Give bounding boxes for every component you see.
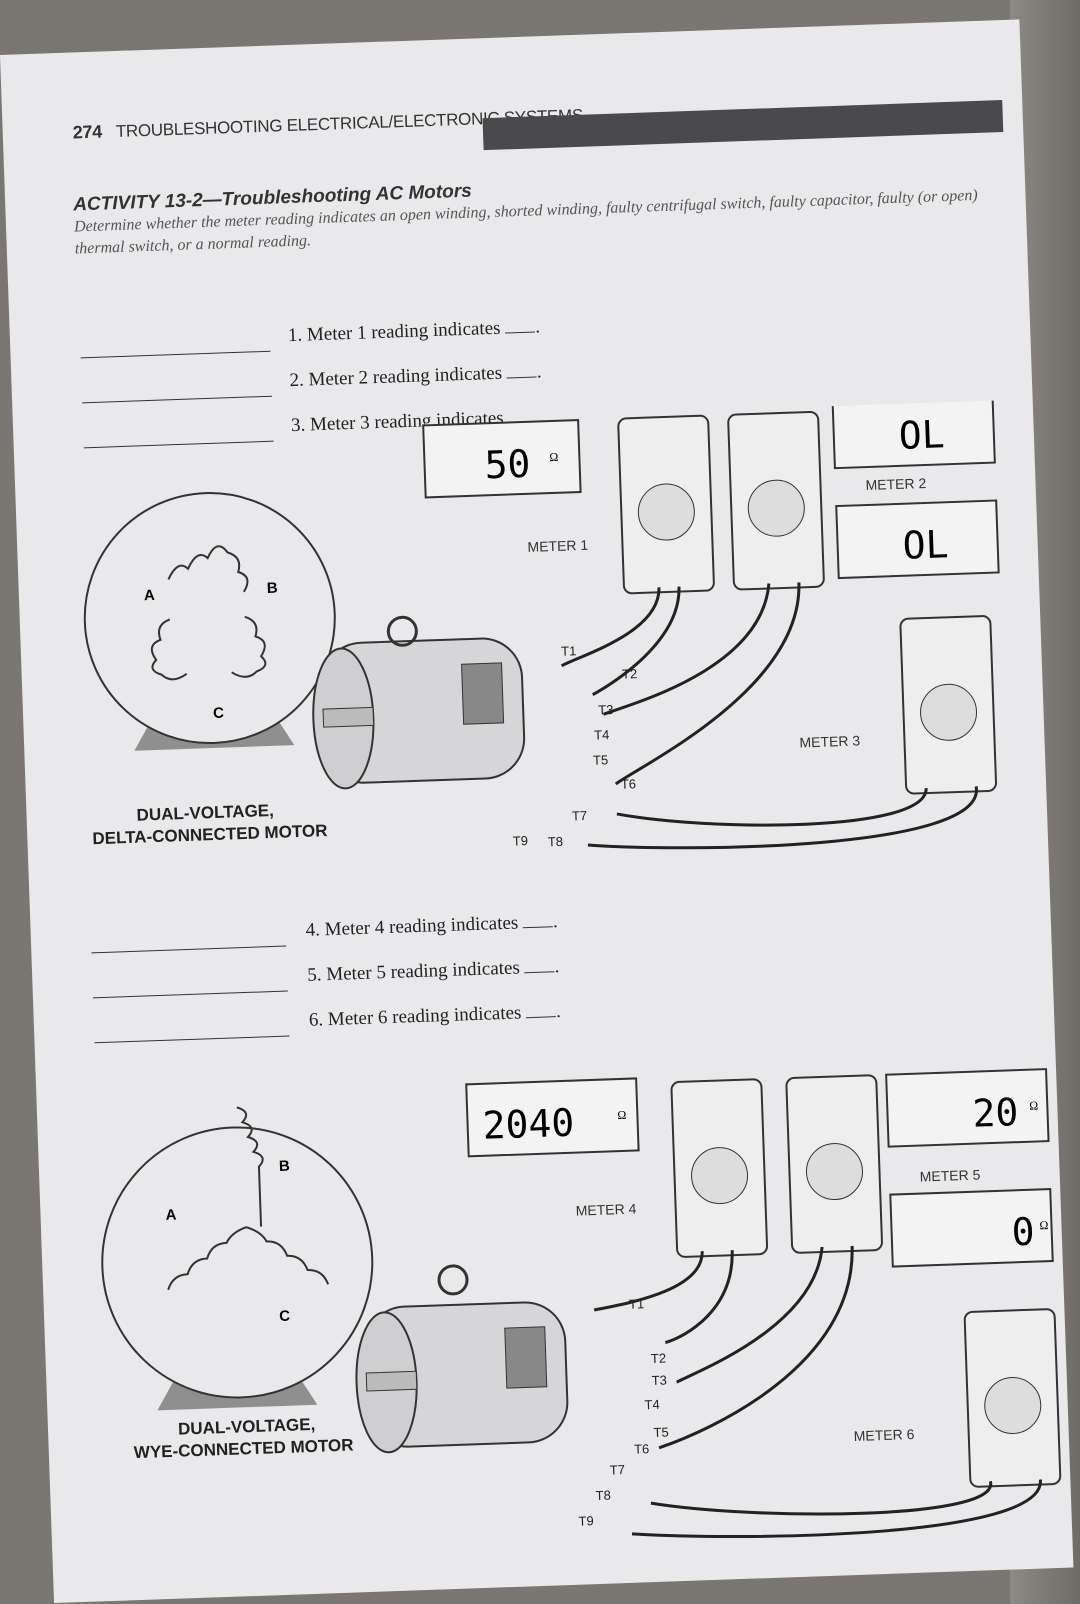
delta-motor-diagram: A B C 50 Ω OL OL bbox=[83, 399, 1000, 850]
coil-a-icon bbox=[150, 618, 188, 681]
terminal-t3: T3 bbox=[651, 1373, 667, 1389]
meter-1-reading: 50 bbox=[484, 442, 531, 488]
answer-line-2[interactable] bbox=[82, 395, 273, 404]
question-5: 5. Meter 5 reading indicates . bbox=[306, 956, 560, 986]
meter-1-label: METER 1 bbox=[527, 537, 588, 555]
meter-2-label: METER 2 bbox=[865, 475, 926, 493]
phase-c-label: C bbox=[213, 705, 225, 722]
answer-line-6[interactable] bbox=[94, 1035, 290, 1044]
meter-4-label: METER 4 bbox=[575, 1200, 636, 1218]
coil-a-icon bbox=[167, 1226, 247, 1291]
coil-b-icon bbox=[236, 1106, 264, 1227]
terminal-t4: T4 bbox=[594, 727, 610, 743]
question-6-text: Meter 6 reading indicates bbox=[327, 1002, 522, 1031]
svg-text:Ω: Ω bbox=[1039, 1218, 1048, 1232]
meter-4-reading: 2040 bbox=[482, 1101, 575, 1148]
multimeters bbox=[617, 410, 998, 795]
question-1: 1. Meter 1 reading indicates . bbox=[287, 316, 541, 347]
phase-b-label: B bbox=[279, 1158, 291, 1175]
delta-caption-line2: DELTA-CONNECTED MOTOR bbox=[92, 821, 328, 848]
terminal-t2: T2 bbox=[622, 666, 638, 682]
svg-text:Ω: Ω bbox=[1029, 1098, 1038, 1112]
question-4-text: Meter 4 reading indicates bbox=[324, 912, 519, 941]
terminal-t6: T6 bbox=[634, 1441, 650, 1457]
page-number: 274 bbox=[72, 121, 103, 143]
answer-line-4[interactable] bbox=[91, 945, 287, 954]
delta-caption-line1: DUAL-VOLTAGE, bbox=[136, 801, 274, 825]
terminal-t8: T8 bbox=[595, 1488, 611, 1504]
meter-3-label: METER 3 bbox=[799, 732, 860, 750]
question-5-text: Meter 5 reading indicates bbox=[325, 957, 521, 986]
question-2-text: Meter 2 reading indicates bbox=[308, 362, 503, 391]
terminal-t9: T9 bbox=[512, 833, 528, 849]
phase-a-label: A bbox=[144, 587, 156, 604]
terminal-t1: T1 bbox=[561, 643, 577, 659]
meter-6-reading: 0 bbox=[1011, 1210, 1035, 1255]
meter-readouts: 50 Ω OL OL bbox=[422, 399, 1000, 580]
meter-3-reading: OL bbox=[902, 522, 949, 568]
test-leads bbox=[593, 1245, 1042, 1539]
schematic-circle: A B C bbox=[83, 492, 336, 751]
terminal-t5: T5 bbox=[653, 1425, 669, 1441]
phase-b-label: B bbox=[266, 580, 278, 597]
question-4: 4. Meter 4 reading indicates . bbox=[305, 911, 559, 941]
terminal-t2: T2 bbox=[651, 1351, 667, 1367]
terminal-t5: T5 bbox=[593, 752, 609, 768]
terminal-t4: T4 bbox=[644, 1397, 660, 1413]
test-leads bbox=[560, 582, 978, 850]
answer-line-1[interactable] bbox=[80, 350, 271, 359]
terminal-t9: T9 bbox=[578, 1513, 594, 1529]
multimeters bbox=[670, 1074, 1062, 1488]
meter-6-label: METER 6 bbox=[853, 1426, 914, 1444]
wye-motor-diagram: A B C 2040 Ω 20 Ω 0 Ω bbox=[101, 1068, 1062, 1539]
motor-body bbox=[312, 615, 526, 790]
meter-2-reading: OL bbox=[898, 412, 945, 458]
question-2: 2. Meter 2 reading indicates . bbox=[289, 361, 542, 392]
svg-text:Ω: Ω bbox=[617, 1108, 626, 1122]
question-1-text: Meter 1 reading indicates bbox=[306, 317, 501, 346]
coil-b-icon bbox=[167, 545, 249, 593]
terminal-t6: T6 bbox=[621, 776, 637, 792]
phase-a-label: A bbox=[165, 1207, 177, 1224]
meter-readouts: 2040 Ω 20 Ω 0 Ω bbox=[465, 1068, 1054, 1268]
terminal-t8: T8 bbox=[548, 834, 564, 850]
motor-body bbox=[355, 1264, 569, 1454]
schematic-circle: A B C bbox=[101, 1106, 374, 1411]
coil-c-icon bbox=[231, 615, 267, 678]
terminal-t3: T3 bbox=[598, 702, 614, 718]
meter-5-reading: 20 bbox=[972, 1090, 1019, 1136]
answer-line-5[interactable] bbox=[92, 990, 288, 999]
terminal-t1: T1 bbox=[629, 1296, 645, 1312]
terminal-t7: T7 bbox=[572, 808, 588, 824]
wye-caption-line2: WYE-CONNECTED MOTOR bbox=[134, 1436, 354, 1463]
svg-text:Ω: Ω bbox=[549, 450, 558, 464]
question-6: 6. Meter 6 reading indicates . bbox=[308, 1001, 562, 1031]
terminal-t7: T7 bbox=[609, 1462, 625, 1478]
phase-c-label: C bbox=[279, 1308, 291, 1325]
meter-5-label: METER 5 bbox=[919, 1166, 980, 1184]
wye-caption-line1: DUAL-VOLTAGE, bbox=[178, 1415, 316, 1439]
coil-c-icon bbox=[245, 1226, 330, 1285]
